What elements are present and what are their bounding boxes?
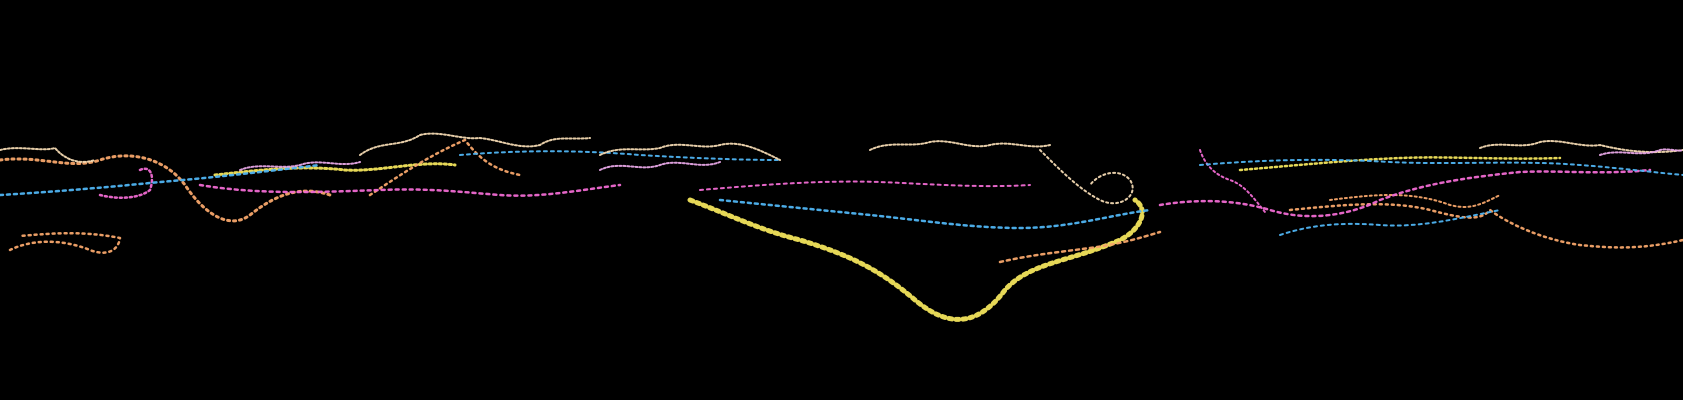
pink-trail-left: [98, 167, 154, 199]
pink-trail-cluster: [1199, 149, 1266, 213]
yellow-trail-main: [687, 197, 1145, 322]
cream-trail-top-center-b: [869, 140, 1051, 151]
orange-trail-left-b: [8, 231, 122, 254]
cyan-trail-top-right: [1199, 158, 1683, 176]
cream-trail-top-left: [0, 147, 96, 163]
lilac-trail-center: [599, 161, 721, 171]
cyan-trail-center: [718, 198, 1152, 230]
cream-trail-top-center: [599, 142, 781, 161]
orange-trail-left-a: [0, 154, 332, 223]
pink-trail-right: [1158, 168, 1652, 218]
cream-trail-top-mid: [359, 132, 591, 156]
orange-trail-mid: [368, 138, 522, 197]
yellow-trail-upper: [213, 162, 457, 177]
pink-trail-mid: [198, 183, 622, 197]
cream-trail-top-right: [1479, 140, 1683, 154]
cyan-trail-right: [1279, 209, 1501, 236]
cream-trail-center-loop: [1039, 149, 1134, 205]
lilac-trail-right: [1599, 148, 1683, 156]
cyan-trail-mid: [459, 150, 781, 161]
orange-trail-right-a: [998, 230, 1162, 264]
trail-group: [0, 132, 1683, 322]
pink-trail-center: [699, 180, 1031, 191]
lilac-trail-left: [239, 161, 361, 171]
orange-trail-right-b: [1288, 202, 1683, 249]
orange-trail-far-right: [1329, 194, 1501, 208]
yellow-trail-right: [1238, 156, 1562, 172]
cyan-trail-left: [0, 163, 322, 197]
